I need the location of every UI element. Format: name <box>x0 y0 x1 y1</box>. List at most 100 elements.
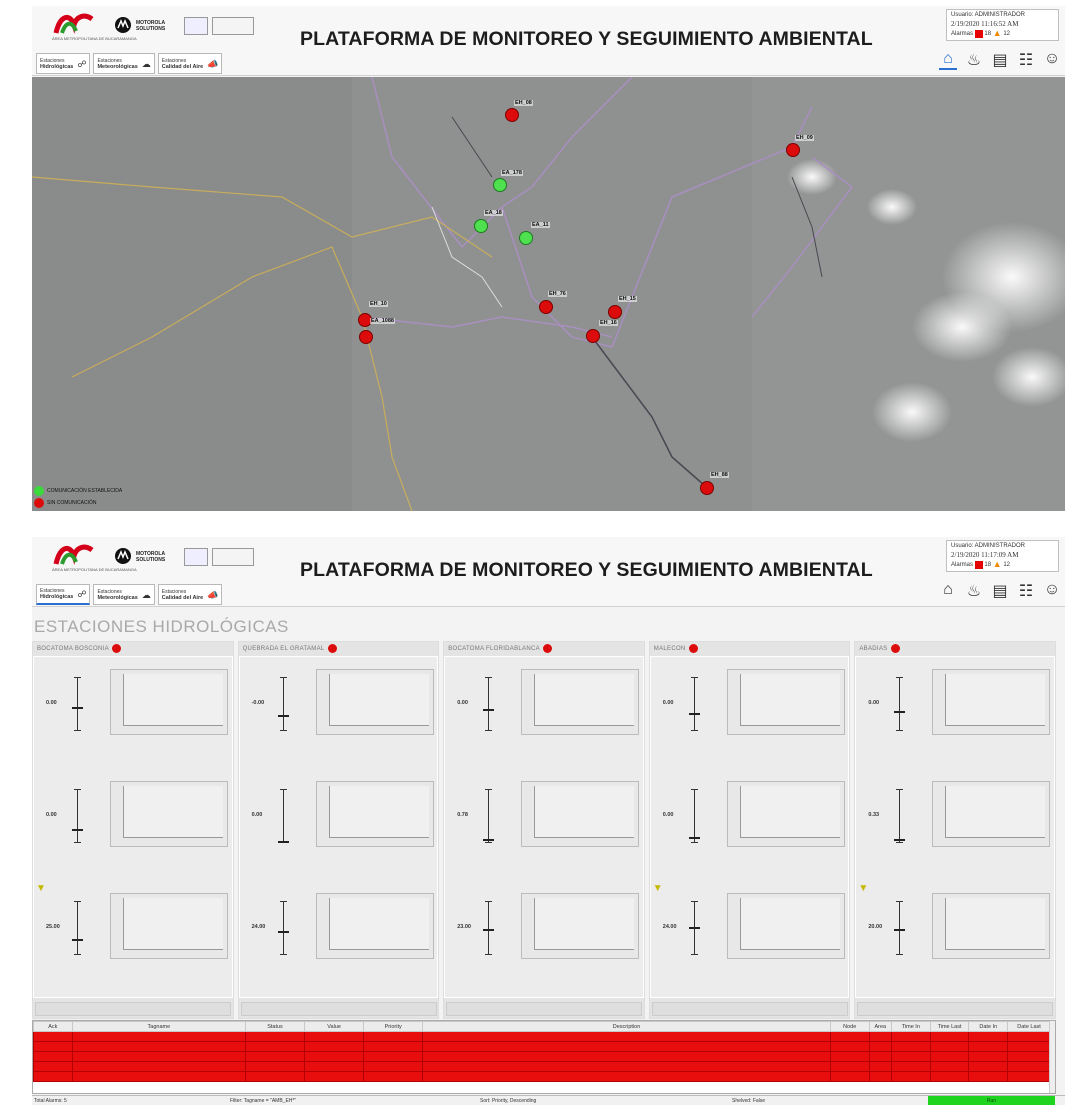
trend-plot-area <box>739 898 840 950</box>
map-station-marker[interactable] <box>519 231 533 245</box>
alarm-cell <box>868 1051 892 1062</box>
alarm-cell <box>71 1071 246 1082</box>
level-gauge <box>896 901 904 955</box>
map-station-marker[interactable] <box>700 481 714 495</box>
trend-chart[interactable] <box>932 781 1051 847</box>
column-header[interactable]: Time Last <box>929 1021 970 1032</box>
bell-icon[interactable]: ♨ <box>966 52 982 69</box>
trend-chart[interactable] <box>315 781 434 847</box>
column-header[interactable]: Status <box>244 1021 306 1032</box>
alarm-cell <box>868 1041 892 1052</box>
home-icon[interactable]: ⌂ <box>939 50 957 70</box>
trend-chart[interactable] <box>315 893 434 959</box>
map-station-marker[interactable] <box>608 305 622 319</box>
trend-chart[interactable] <box>726 781 845 847</box>
map-station-marker[interactable] <box>786 143 800 157</box>
station-map[interactable]: EH_08 EH_09 EA_178 EA_18 EA_11 EH_76 EH_… <box>32 77 1065 511</box>
toolbar: ⌂ ♨ ▤ ☷ ☺ <box>939 50 1061 70</box>
gauge-marker <box>72 707 83 709</box>
alarm-cell <box>71 1031 246 1042</box>
alarm-cell <box>33 1031 73 1042</box>
map-station-marker[interactable] <box>474 219 488 233</box>
instrument-block: 0.78 <box>445 773 643 885</box>
trend-chart[interactable] <box>521 781 640 847</box>
trend-chart[interactable] <box>932 893 1051 959</box>
home-icon[interactable]: ⌂ <box>943 581 953 598</box>
trend-chart[interactable] <box>932 669 1051 735</box>
alarm-cell <box>244 1031 306 1042</box>
alarm-row[interactable] <box>33 1031 1051 1042</box>
instrument-block: 0.33 <box>856 773 1054 885</box>
column-header[interactable]: Tagname <box>71 1021 246 1032</box>
trend-plot-area <box>945 786 1046 838</box>
alarm-row[interactable] <box>33 1061 1051 1072</box>
map-station-marker[interactable] <box>505 108 519 122</box>
column-header[interactable]: Area <box>868 1021 892 1032</box>
user-icon[interactable]: ☺ <box>1043 581 1061 598</box>
level-gauge <box>896 677 904 731</box>
alarm-cell <box>422 1061 831 1072</box>
partner-logo-1 <box>184 548 208 566</box>
station-header: BOCATOMA FLORIDABLANCA <box>448 644 552 653</box>
column-header[interactable]: Node <box>829 1021 870 1032</box>
alarm-row[interactable] <box>33 1051 1051 1062</box>
alarm-cell <box>304 1031 365 1042</box>
alarm-cell <box>33 1041 73 1052</box>
station-footer <box>446 1002 643 1016</box>
trend-chart[interactable] <box>110 781 228 847</box>
disconnected-dot-icon <box>34 498 44 508</box>
alarm-table-scrollbar[interactable] <box>1049 1021 1055 1093</box>
alarm-cell <box>829 1041 870 1052</box>
trend-chart[interactable] <box>521 669 640 735</box>
map-station-marker[interactable] <box>586 329 600 343</box>
column-header[interactable]: Ack <box>33 1021 73 1032</box>
trend-chart[interactable] <box>726 893 845 959</box>
alarm-row[interactable] <box>33 1041 1051 1052</box>
report-icon[interactable]: ☷ <box>1018 52 1034 69</box>
map-station-marker[interactable] <box>359 330 373 344</box>
gauge-marker <box>894 839 906 841</box>
station-header: ABADIAS <box>859 644 900 653</box>
partner-logo-2 <box>212 548 254 566</box>
gauge-marker <box>483 929 495 931</box>
report-icon[interactable]: ☷ <box>1018 583 1034 600</box>
critical-alarm-icon <box>974 29 983 38</box>
trend-plot-area <box>328 898 429 950</box>
column-header[interactable]: Description <box>422 1021 831 1032</box>
trend-chart[interactable] <box>521 893 640 959</box>
trend-chart[interactable] <box>726 669 845 735</box>
megaphone-icon: 📣 <box>207 589 219 600</box>
alarm-cell <box>890 1031 931 1042</box>
header: ÁREA METROPOLITANA DE BUCARAMANGA MOTORO… <box>32 537 1065 607</box>
column-header[interactable]: Time In <box>890 1021 931 1032</box>
bell-icon[interactable]: ♨ <box>966 583 982 600</box>
trend-chart[interactable] <box>110 893 228 959</box>
user-icon[interactable]: ☺ <box>1043 50 1061 67</box>
column-header[interactable]: Date In <box>968 1021 1009 1032</box>
status-dot-icon <box>111 644 121 653</box>
column-header[interactable]: Date Last <box>1007 1021 1051 1032</box>
column-header[interactable]: Priority <box>363 1021 424 1032</box>
chart-icon[interactable]: ▤ <box>992 583 1008 600</box>
chart-icon[interactable]: ▤ <box>992 52 1008 69</box>
trend-chart[interactable] <box>110 669 228 735</box>
instrument-block: 0.00 <box>34 773 232 885</box>
alarm-cell <box>1007 1061 1051 1072</box>
alarm-row[interactable] <box>33 1071 1051 1082</box>
column-header[interactable]: Value <box>304 1021 365 1032</box>
trend-chart[interactable] <box>315 669 434 735</box>
map-station-marker[interactable] <box>493 178 507 192</box>
map-station-marker[interactable] <box>539 300 553 314</box>
instrument-block: ▼20.00 <box>856 883 1054 997</box>
